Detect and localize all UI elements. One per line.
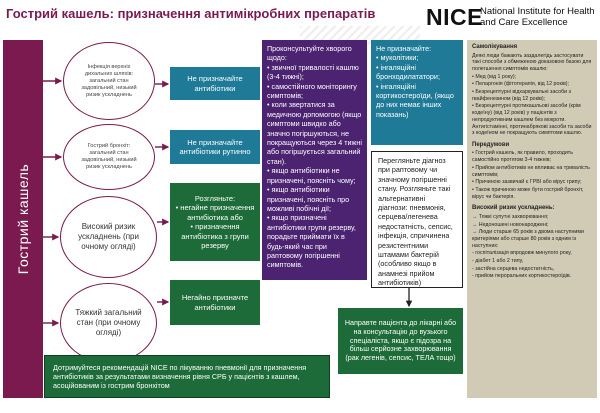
- notes-para: • Причиною зазвичай є ГРВІ або вірус гри…: [472, 179, 582, 186]
- condition-high-risk: Високий ризик ускладнень (при очному огл…: [60, 196, 157, 278]
- logo-text-line: and Care Excellence: [480, 17, 568, 28]
- dont-prescribe-item: • муколітики;: [376, 53, 419, 63]
- review-box: Перегляньте діагноз при раптовому чи зна…: [371, 151, 463, 288]
- page-title: Гострий кашель: призначення антимікробни…: [6, 6, 376, 21]
- risk-para: - діабет 1 або 2 типу,: [472, 258, 524, 265]
- condition-severe: Тяжкий загальний стан (при очному огляді…: [60, 283, 157, 363]
- self-care-para: • Мед (від 1 року);: [472, 73, 517, 80]
- condition-bronchitis: Гострий бронхіт: загальний стан задовіль…: [63, 124, 155, 190]
- notes-heading: Передумови: [472, 141, 510, 148]
- self-care-heading: Самолікування: [472, 44, 518, 50]
- referral-box: Направте пацієнта до лікарні або на конс…: [338, 308, 463, 374]
- consult-item: • якщо призначені антибіотики групи резе…: [267, 213, 356, 270]
- dont-prescribe-item: • інгаляційні кортикостероїди, (якщо до …: [376, 81, 454, 119]
- consider-item: • призначення антибіотика з групи резерв…: [181, 222, 249, 250]
- dont-prescribe-item: • інгаляційні бронходилататори;: [376, 62, 440, 82]
- action-no-antibiotics: Не призначайте антибіотики: [170, 67, 260, 100]
- side-panel: Самолікування Деякі люди бажають заздале…: [467, 40, 597, 398]
- action-no-routine-antibiotics: Не призначайте антибіотики рутинно: [170, 130, 260, 164]
- nice-logo: NICE: [426, 4, 483, 30]
- action-consider: Розгляньте: • негайне призначення антибі…: [170, 183, 260, 261]
- nice-logo-text: National Institute for Health and Care E…: [480, 6, 595, 28]
- consider-item: • негайне призначення антибіотика або: [175, 203, 255, 222]
- consult-intro: Проконсультуйте хворого щодо:: [267, 44, 352, 63]
- notes-para: • Прийом антибіотиків не впливає на трив…: [472, 164, 590, 178]
- condition-urti: Інфекція верхніх дихальних шляхів: загал…: [63, 42, 155, 120]
- risk-para: → Недоношені новонароджені;: [472, 221, 549, 228]
- consult-item: • коли звертатися за медичною допомогою …: [267, 100, 362, 166]
- risk-para: - госпіталізація впродовж минулого року,: [472, 250, 572, 257]
- risk-para: - застійна серцева недостатність,: [472, 265, 555, 272]
- header-pattern: [300, 26, 420, 44]
- self-care-para: Деякі люди бажають заздалегідь застосува…: [472, 52, 592, 72]
- notes-para: • Гострий кашель, як правило, проходить …: [472, 150, 573, 164]
- self-care-para: • Безрецептурні відхаркувальні засоби з …: [472, 89, 571, 102]
- risk-heading: Високий ризик ускладнень:: [472, 205, 555, 212]
- consult-item: • якщо антибіотики не призначені, поясні…: [267, 166, 356, 185]
- risk-para: → Люди старше 65 років з двома наступним…: [472, 229, 584, 249]
- bottom-note: Дотримуйтеся рекомендацій NICE по лікува…: [44, 355, 330, 398]
- self-care-para: • Безрецептурні протикашльові засоби (кр…: [472, 103, 592, 137]
- consult-item: • самостійного моніторингу симптомів;: [267, 81, 357, 101]
- risk-para: - прийом пероральних кортикостероїдів.: [472, 273, 572, 280]
- notes-para: • Також причиною може бути гострий бронх…: [472, 186, 584, 200]
- logo-text-line: National Institute for Health: [480, 6, 595, 17]
- action-prescribe-now: Негайно призначте антибіотики: [170, 280, 260, 325]
- dont-prescribe-box: Не призначайте: • муколітики; • інгаляці…: [371, 40, 463, 145]
- self-care-para: • Пеларгонія (фітотерапія, від 12 років)…: [472, 81, 569, 88]
- consult-box: Проконсультуйте хворого щодо: • звичної …: [262, 40, 367, 280]
- consider-title: Розгляньте:: [194, 193, 236, 203]
- risk-para: → Тяжкі супутні захворювання;: [472, 213, 549, 220]
- sidebar: [3, 40, 43, 398]
- consult-item: • якщо антибіотики призначені, поясніть …: [267, 185, 350, 213]
- consult-item: • звичної тривалості кашлю (3-4 тижні);: [267, 62, 359, 82]
- dont-prescribe-title: Не призначайте:: [376, 44, 432, 53]
